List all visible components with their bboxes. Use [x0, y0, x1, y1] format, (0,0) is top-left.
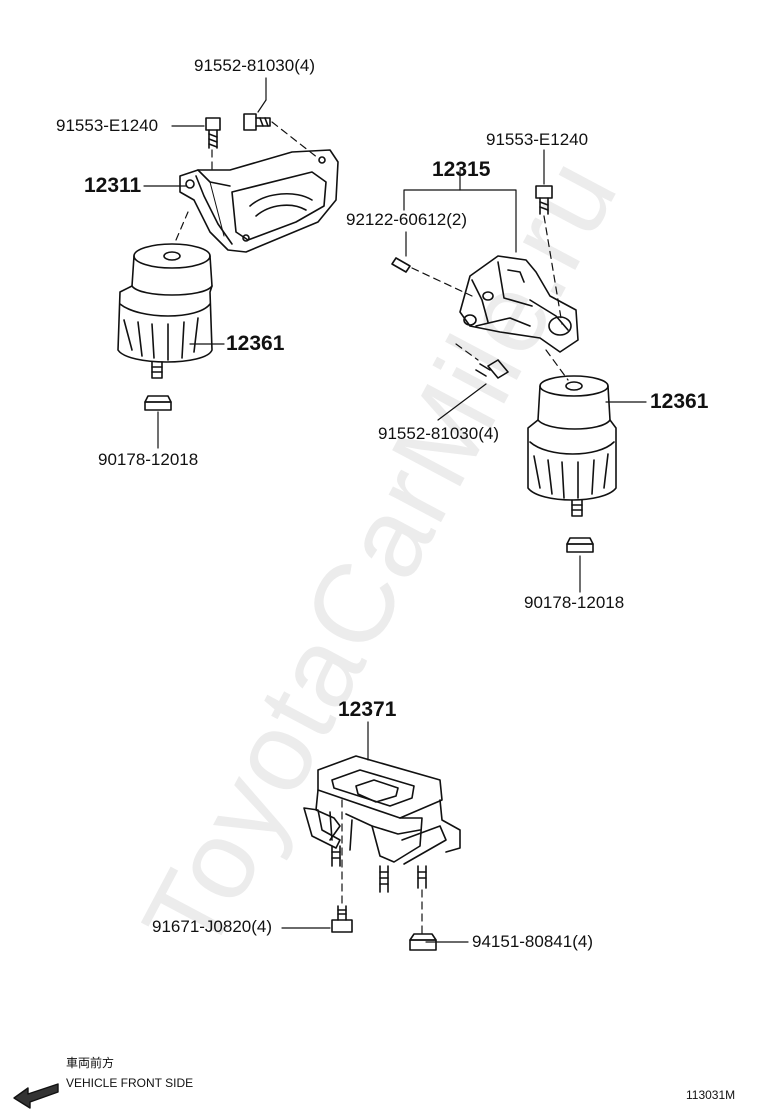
left-insulator-12361 [117, 243, 213, 379]
figure-code: 113031M [686, 1088, 736, 1102]
part-label: 90178-12018 [524, 593, 625, 612]
direction-label-en: VEHICLE FRONT SIDE [66, 1076, 194, 1090]
right-bracket-12315 [459, 255, 579, 353]
part-label: 12361 [650, 390, 709, 413]
part-label: 12315 [432, 158, 491, 181]
part-label: 12361 [226, 332, 285, 355]
rear-bolt [331, 905, 353, 933]
part-label: 12311 [84, 174, 142, 197]
left-side-bolt [205, 117, 221, 149]
part-label: 12371 [338, 698, 397, 721]
part-label: 90178-12018 [98, 450, 199, 469]
right-nut [566, 537, 594, 553]
rear-nut [409, 933, 437, 951]
part-label: 91671-J0820(4) [152, 917, 273, 936]
part-label: 94151-80841(4) [472, 932, 593, 951]
right-insulator-12361 [527, 375, 617, 517]
part-label: 92122-60612(2) [346, 210, 467, 229]
right-leader-lines [403, 149, 647, 593]
rear-leader-lines [281, 721, 469, 943]
left-dashed-lines [175, 121, 319, 241]
part-label: 91552-81030(4) [378, 424, 499, 443]
rear-insulator-12371 [303, 755, 461, 893]
left-bracket-12311 [179, 149, 339, 253]
right-lower-bolt [475, 359, 509, 379]
part-label: 91552-81030(4) [194, 56, 315, 75]
right-stud [391, 257, 411, 273]
vehicle-front-arrow [13, 1083, 59, 1109]
left-nut [144, 395, 172, 411]
direction-label-jp: 車両前方 [66, 1056, 115, 1070]
rear-dashed-lines [341, 799, 423, 935]
right-dashed-lines [411, 215, 569, 381]
part-label: 91553-E1240 [56, 116, 159, 135]
right-top-bolt [535, 185, 553, 215]
left-top-bolt [243, 113, 271, 131]
left-leader-lines [143, 77, 267, 449]
part-label: 91553-E1240 [486, 130, 589, 149]
